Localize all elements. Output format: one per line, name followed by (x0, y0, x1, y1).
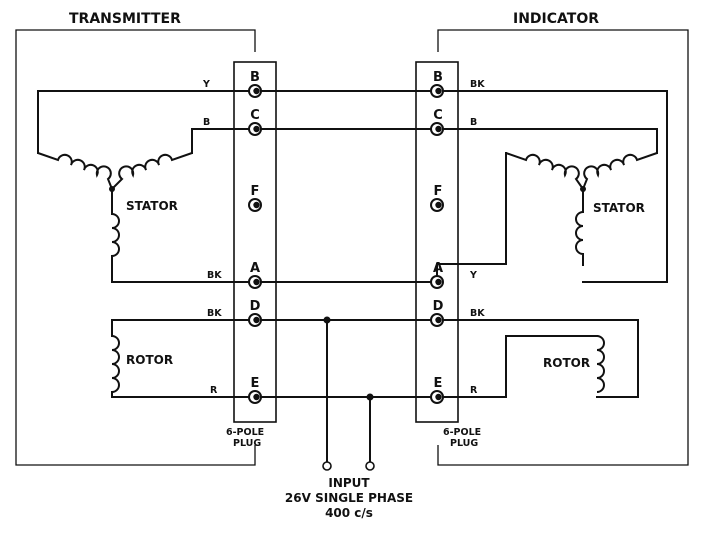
tx-socket-c (248, 122, 262, 136)
indicator-pins (430, 84, 444, 404)
tx-wire-color-a: BK (207, 270, 222, 281)
interconnect-wires (254, 90, 438, 398)
ix-plug-label-1: 6-POLE (443, 427, 481, 438)
indicator-stator-windings (436, 90, 668, 283)
input-terminal-2 (365, 461, 375, 471)
ix-wire-color-c: B (470, 117, 477, 128)
transmitter-enclosure (15, 29, 256, 466)
ix-pin-label-d: D (433, 299, 444, 314)
ix-pin-label-f: F (434, 184, 443, 199)
ix-pin-label-b: B (433, 70, 443, 85)
tx-socket-d (248, 313, 262, 327)
indicator-rotor-label: ROTOR (543, 356, 590, 370)
ix-socket-d (430, 313, 444, 327)
tx-socket-f (248, 198, 262, 212)
transmitter-rotor-winding (111, 319, 256, 398)
transmitter-stator-label: STATOR (126, 199, 178, 213)
tx-wire-color-b: Y (202, 79, 210, 90)
tx-pin-label-a: A (250, 261, 260, 276)
transmitter-title: TRANSMITTER (69, 11, 181, 27)
transmitter-rotor-label: ROTOR (126, 353, 173, 367)
input-feed (322, 316, 375, 471)
input-caption-line3: 400 c/s (325, 506, 373, 520)
ix-plug-label-2: PLUG (450, 438, 478, 449)
ix-wire-color-e: R (470, 385, 478, 396)
ix-wire-color-a: Y (469, 270, 477, 281)
ix-pin-label-e: E (434, 376, 443, 391)
input-terminal-1 (322, 461, 332, 471)
input-caption-line2: 26V SINGLE PHASE (285, 491, 413, 505)
ix-socket-b (430, 84, 444, 98)
ix-socket-c (430, 122, 444, 136)
ix-pin-label-c: C (433, 108, 443, 123)
tx-socket-e (248, 390, 262, 404)
input-caption-line1: INPUT (328, 476, 370, 490)
tx-pin-label-d: D (250, 299, 261, 314)
tx-pin-label-c: C (250, 108, 260, 123)
tx-pin-label-e: E (251, 376, 260, 391)
tx-plug-label-2: PLUG (233, 438, 261, 449)
ix-socket-f (430, 198, 444, 212)
tx-socket-b (248, 84, 262, 98)
ix-socket-a (430, 275, 444, 289)
tx-plug-label-1: 6-POLE (226, 427, 264, 438)
tx-pin-label-b: B (250, 70, 260, 85)
tx-wire-color-c: B (203, 117, 210, 128)
ix-socket-e (430, 390, 444, 404)
tx-pin-label-f: F (251, 184, 260, 199)
transmitter-stator-windings (37, 90, 256, 283)
indicator-title: INDICATOR (513, 11, 599, 27)
tx-wire-color-d: BK (207, 308, 222, 319)
indicator-rotor-winding (436, 319, 639, 398)
tx-socket-a (248, 275, 262, 289)
indicator-stator-label: STATOR (593, 201, 645, 215)
indicator-enclosure (437, 29, 689, 466)
transmitter-pins (248, 84, 262, 404)
ix-wire-color-d: BK (470, 308, 485, 319)
ix-wire-color-b: BK (470, 79, 485, 90)
tx-wire-color-e: R (210, 385, 218, 396)
ix-pin-label-a: A (433, 261, 443, 276)
